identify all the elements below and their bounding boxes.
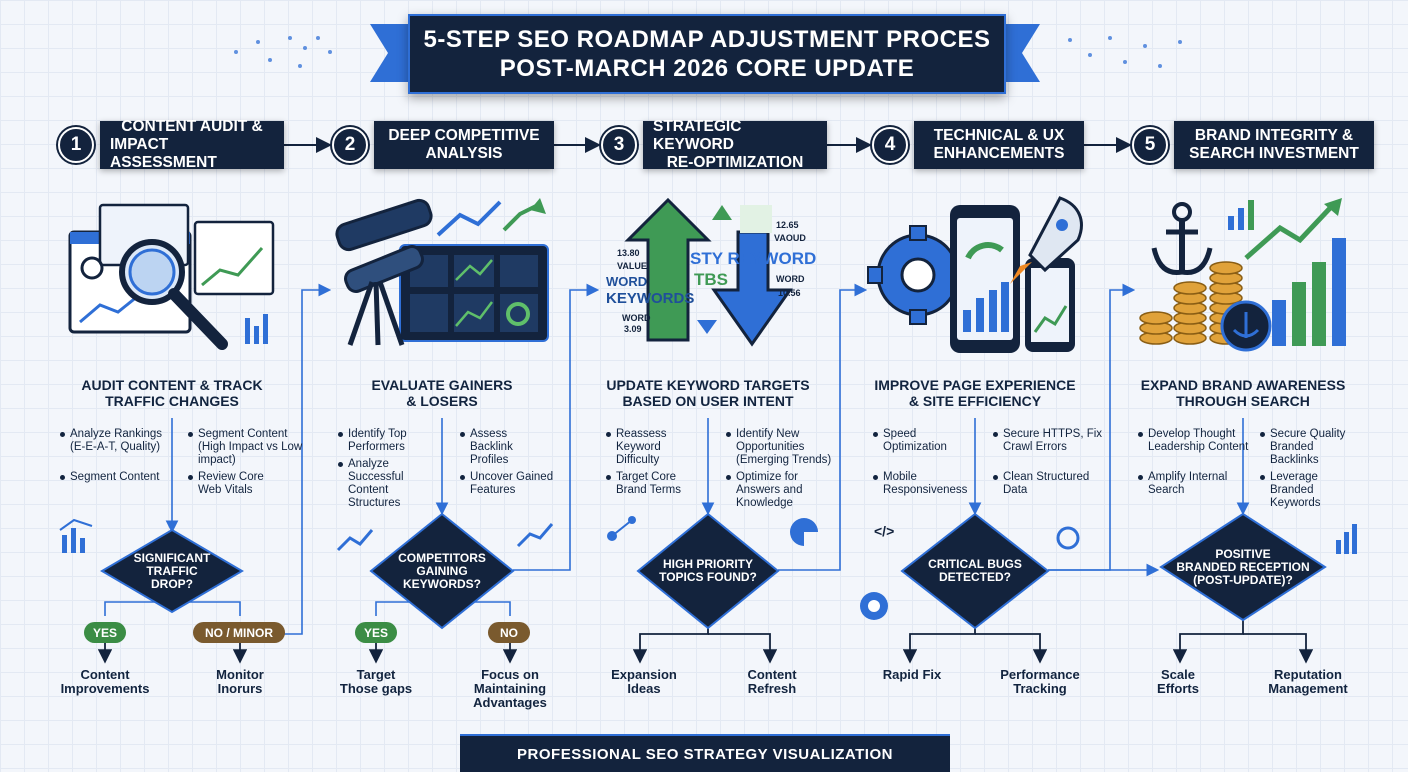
step-number: 3 (601, 127, 637, 163)
step-label: TECHNICAL & UX (933, 127, 1065, 144)
bullet-item: Uncover Gained Features (460, 471, 574, 497)
keyword-text: KEYWORDS (606, 290, 695, 307)
magnifier-icon (68, 203, 275, 350)
keyword-number: WORD (622, 313, 651, 323)
bullet-item: Clean Structured Data (993, 471, 1107, 497)
side-icons (59, 516, 1357, 620)
no-pill: NO (488, 622, 530, 643)
bullet-item: Analyze Rankings (E-E-A-T, Quality) (60, 428, 178, 454)
bullet-item: Develop Thought Leadership Content (1138, 428, 1252, 454)
step-label: IMPACT ASSESSMENT (110, 136, 217, 171)
page-title: 5-STEP SEO ROADMAP ADJUSTMENT PROCES POS… (408, 14, 1006, 94)
step-label: BRAND INTEGRITY & (1194, 127, 1354, 144)
bullet-item: Analyze Successful Content Structures (338, 458, 432, 510)
bullet-item: Leverage Branded Keywords (1260, 471, 1340, 510)
bullet-item: Secure Quality Branded Backlinks (1260, 428, 1360, 467)
outcome: Rapid Fix (882, 667, 942, 682)
step-label: SEARCH INVESTMENT (1189, 145, 1359, 162)
keyword-text: WORD (606, 274, 648, 289)
ribbon-left (370, 24, 408, 82)
bullet-item: Amplify Internal Search (1138, 471, 1248, 497)
step-number: 2 (332, 127, 368, 163)
bullet-item: Identify New Opportunities (Emerging Tre… (726, 428, 854, 467)
step-label: CONTENT AUDIT & (121, 118, 263, 135)
telescope-icon (335, 198, 549, 346)
footer-banner: PROFESSIONAL SEO STRATEGY VISUALIZATION (460, 734, 950, 772)
bullet-item: Mobile Responsiveness (873, 471, 983, 497)
anchor-coins-icon (1139, 198, 1346, 352)
step-label: ENHANCEMENTS (933, 145, 1065, 162)
bullet-item: Secure HTTPS, Fix Crawl Errors (993, 428, 1103, 454)
step-label: RE-OPTIMIZATION (666, 154, 804, 171)
keyword-text: TBS (694, 270, 728, 289)
column-heading-2: EVALUATE GAINERS& LOSERS (371, 377, 513, 409)
ribbon-right (1002, 24, 1040, 82)
bullet-item: Assess Backlink Profiles (460, 428, 540, 467)
title-line-2: POST-MARCH 2026 CORE UPDATE (499, 55, 915, 82)
yes-pill: YES (84, 622, 126, 643)
column-heading-4: IMPROVE PAGE EXPERIENCE& SITE EFFICIENCY (874, 377, 1076, 409)
step-number: 4 (872, 127, 908, 163)
step-label: STRATEGIC KEYWORD (653, 118, 742, 153)
keyword-number: 3.09 (624, 324, 642, 334)
bullet-item: Speed Optimization (873, 428, 967, 454)
bullet-item: Review Core Web Vitals (188, 471, 290, 497)
keyword-number: 10.56 (778, 288, 801, 298)
bullet-item: Optimize for Answers and Knowledge (726, 471, 834, 510)
keyword-number: VAOUD (774, 233, 806, 243)
bullet-item: Identify Top Performers (338, 428, 440, 454)
step-number: 1 (58, 127, 94, 163)
step-header-1: 1 CONTENT AUDIT &IMPACT ASSESSMENT (58, 118, 284, 171)
title-line-1: 5-STEP SEO ROADMAP ADJUSTMENT PROCES (423, 26, 991, 53)
gear-rocket-phone-icon (867, 196, 1083, 353)
step-label: DEEP COMPETITIVE (388, 127, 540, 144)
bullet-item: Reassess Keyword Difficulty (606, 428, 700, 467)
bullet-item: Segment Content (60, 471, 178, 484)
keyword-arrows-icon (624, 197, 793, 347)
yes-pill: YES (355, 622, 397, 643)
no-pill: NO / MINOR (193, 622, 285, 643)
step-label: ANALYSIS (425, 145, 503, 162)
deco-dots (234, 36, 1182, 68)
keyword-text: STY REYWORD (690, 249, 817, 268)
step-number: 5 (1132, 127, 1168, 163)
keyword-number: WORD (776, 274, 805, 284)
bullet-item: Segment Content (High Impact vs Low impa… (188, 428, 306, 467)
keyword-number: 12.65 (776, 220, 799, 230)
decision-diamonds (100, 512, 1327, 630)
footer-text: PROFESSIONAL SEO STRATEGY VISUALIZATION (517, 745, 893, 763)
keyword-number: 13.80 (617, 248, 640, 258)
code-icon: </> (874, 523, 895, 539)
bullet-item: Target Core Brand Terms (606, 471, 708, 497)
step-header-5: 5 BRAND INTEGRITY &SEARCH INVESTMENT (1132, 121, 1374, 169)
keyword-number: VALUE (617, 261, 647, 271)
